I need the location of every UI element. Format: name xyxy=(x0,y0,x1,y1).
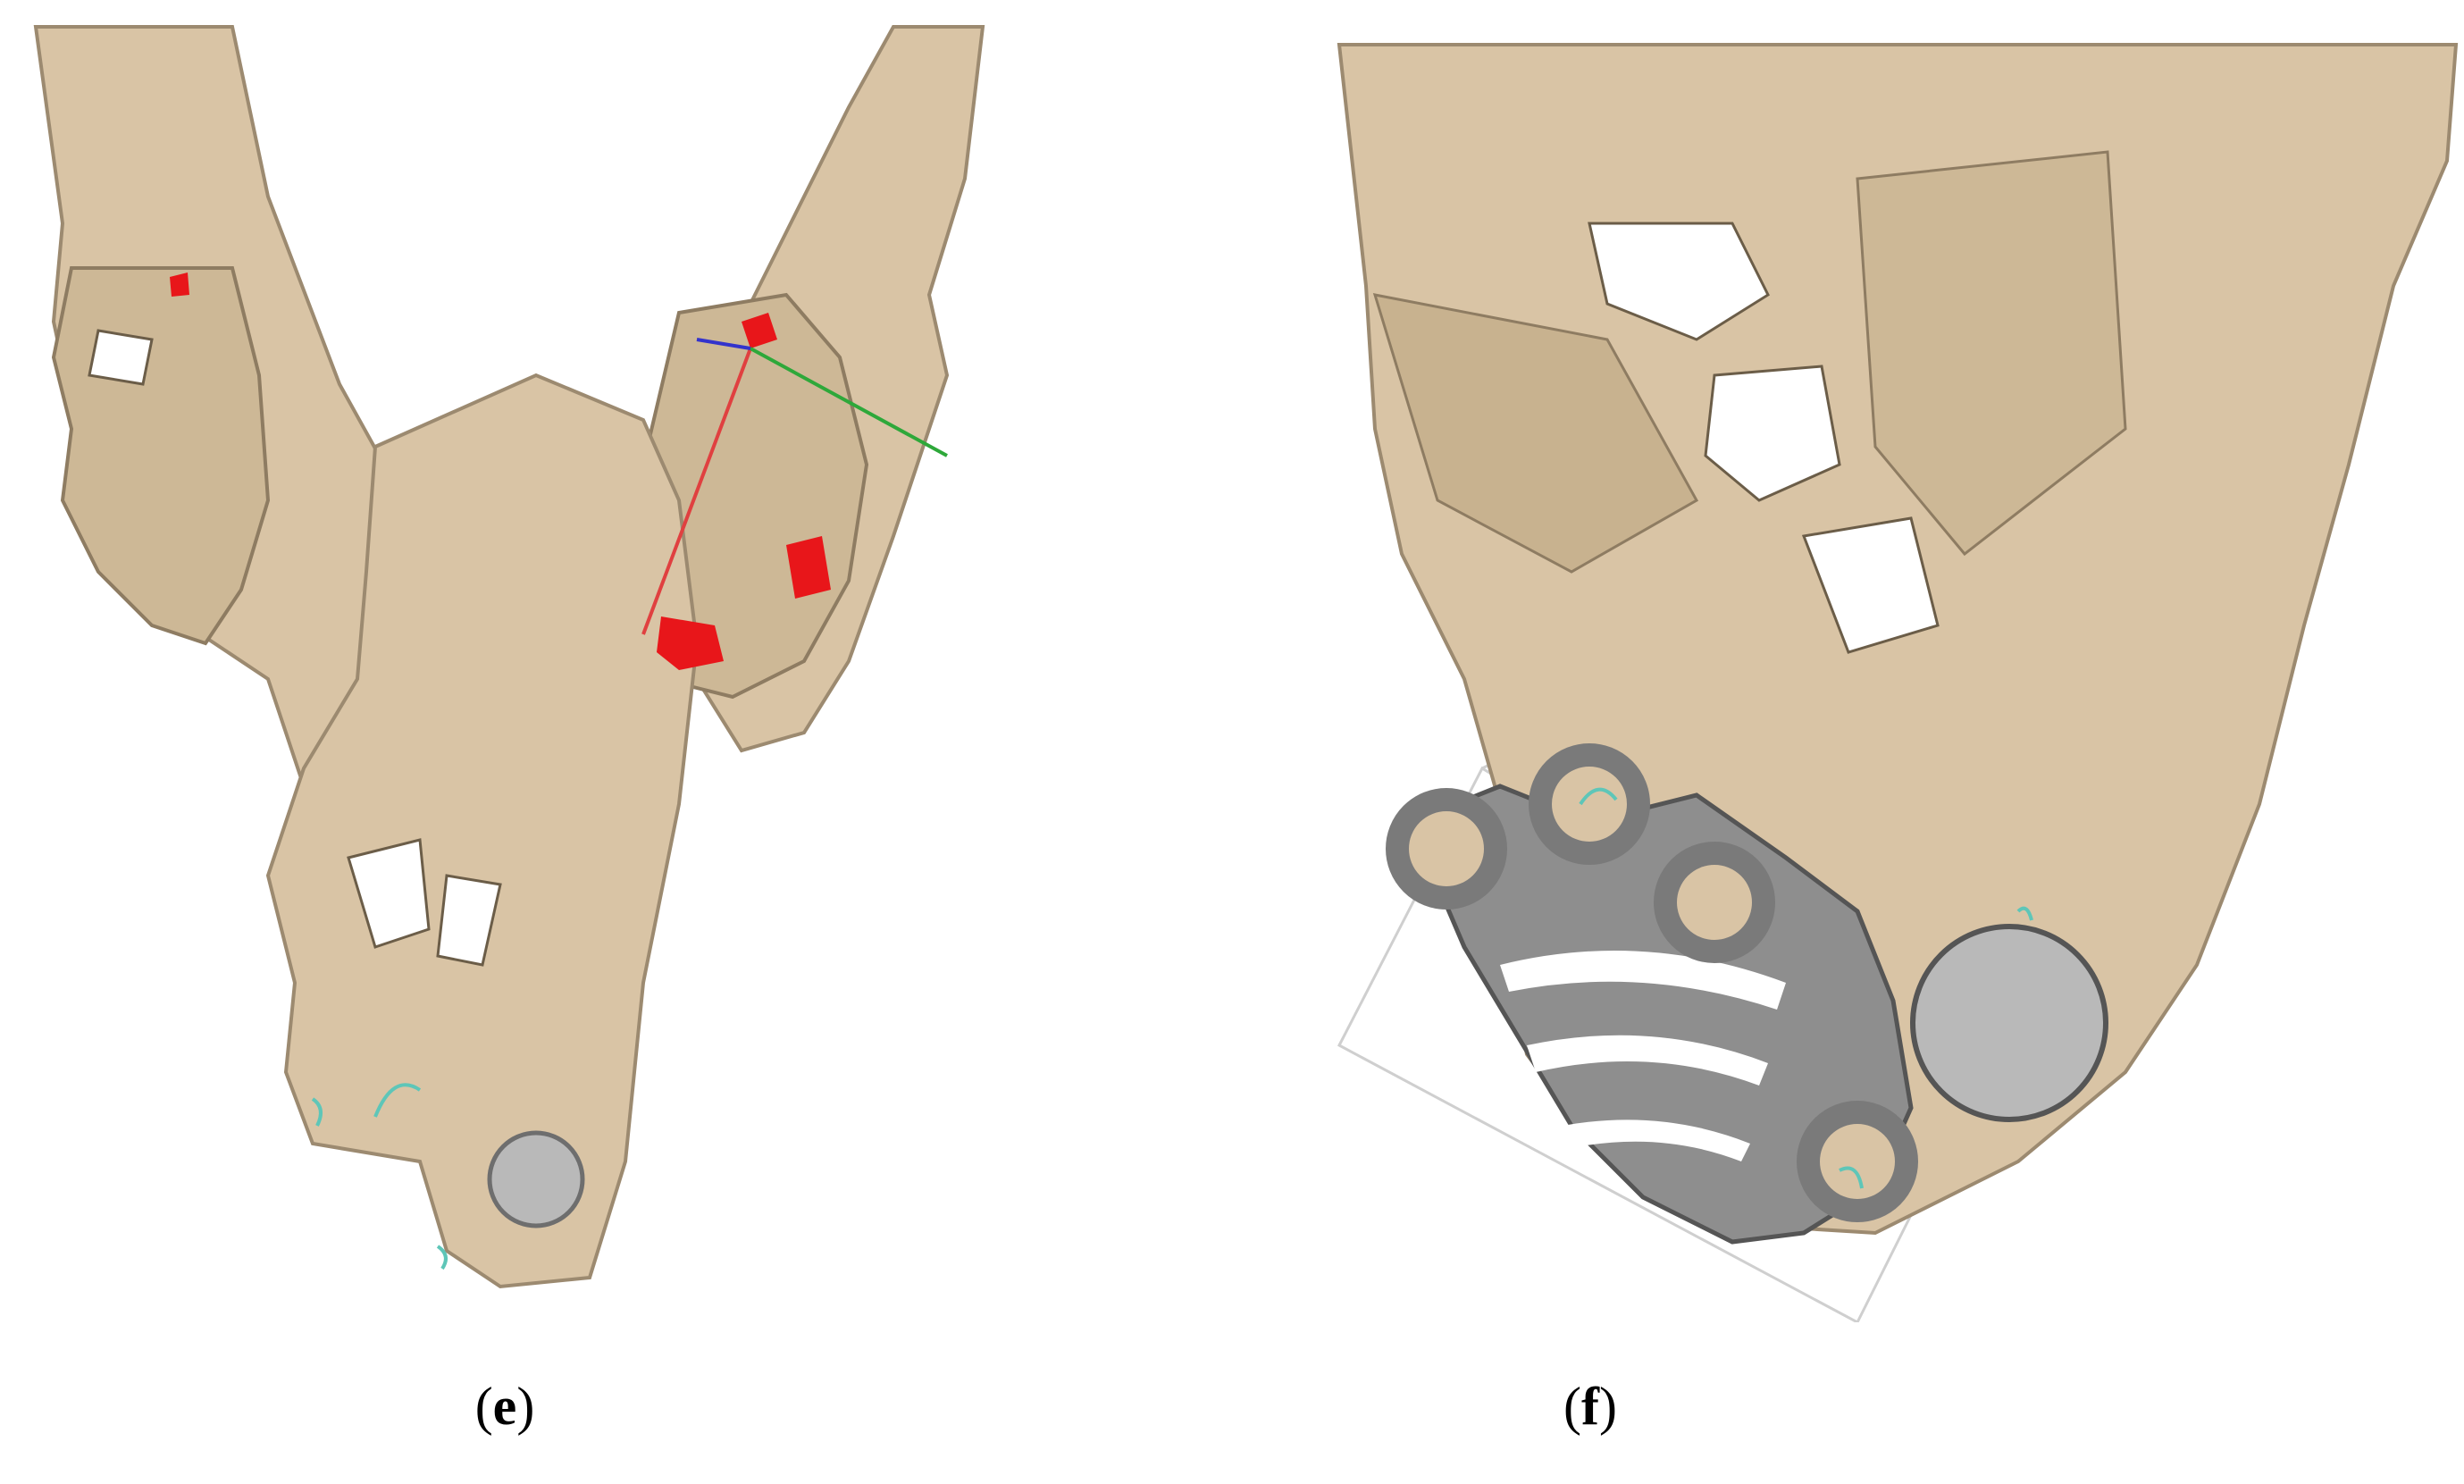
axis-green xyxy=(750,347,948,457)
cavity xyxy=(88,329,154,386)
screw-ring xyxy=(1529,743,1650,865)
caption-letter: f xyxy=(1581,1377,1599,1436)
plate-slot xyxy=(1563,1119,1750,1161)
marker-cyan xyxy=(373,1083,422,1118)
caption-open: ( xyxy=(1563,1377,1581,1436)
screw-ring xyxy=(1654,842,1775,963)
implant-cylinder xyxy=(487,1130,585,1228)
red-region xyxy=(170,272,189,297)
axis-red xyxy=(641,348,752,635)
red-region xyxy=(786,536,831,599)
caption-e: (e) xyxy=(415,1376,594,1438)
cavity xyxy=(1704,365,1841,502)
panel-f: (f) xyxy=(1232,0,2464,1484)
mandible-render-e xyxy=(33,25,985,1289)
plate-slot xyxy=(1500,951,1786,1010)
marker-cyan xyxy=(1839,1166,1864,1189)
marker-cyan xyxy=(1579,787,1618,806)
mandible-body xyxy=(265,373,700,1289)
mandible-render-f xyxy=(1337,43,2459,1322)
marker-cyan xyxy=(2016,906,2033,921)
caption-close: ) xyxy=(1598,1377,1617,1436)
plate-slot xyxy=(1527,1035,1768,1086)
shadow-facet xyxy=(1856,150,2127,557)
implant-cylinder xyxy=(1910,924,2108,1122)
left-teeth xyxy=(51,266,271,646)
caption-letter: e xyxy=(492,1377,517,1436)
screw-ring xyxy=(1386,788,1507,910)
caption-close: ) xyxy=(516,1377,535,1436)
marker-cyan xyxy=(311,1097,323,1127)
shadow-facet xyxy=(1372,293,1699,574)
screw-ring xyxy=(1797,1101,1918,1222)
cavity xyxy=(347,838,431,949)
caption-open: ( xyxy=(474,1377,493,1436)
cavity xyxy=(1801,516,1940,654)
marker-cyan xyxy=(436,1245,448,1270)
red-region xyxy=(657,616,724,670)
cavity xyxy=(436,874,502,967)
axis-blue xyxy=(696,338,751,350)
cavity xyxy=(1588,222,1770,341)
panel-e: (e) xyxy=(33,25,985,1438)
red-region xyxy=(742,313,777,348)
caption-f: (f) xyxy=(1501,1376,1680,1438)
